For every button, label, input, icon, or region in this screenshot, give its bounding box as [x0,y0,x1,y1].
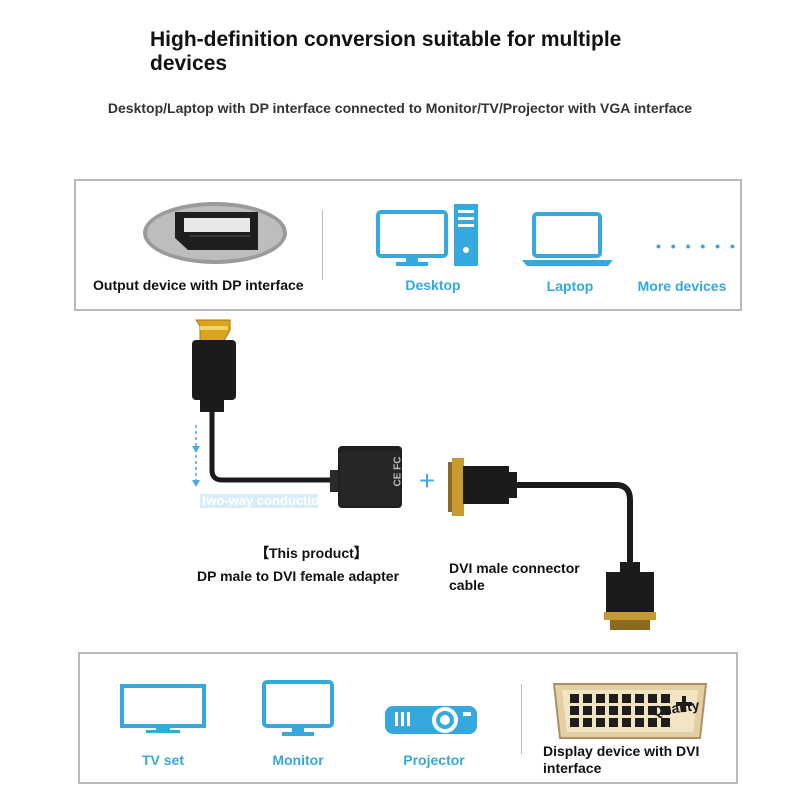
more-dots-icon: • • • • • • [656,238,738,254]
adapter-marking: CE FC [392,456,404,487]
monitor-label: Monitor [272,752,324,768]
projector-label: Projector [403,752,465,768]
dp-output-device-label: Output device with DP interface [93,277,304,293]
cable-label-line1: DVI male connector [449,560,580,576]
tv-label: TV set [141,752,184,768]
dvi-display-label-line2: interface [543,760,602,776]
dvi-port-icon [552,683,708,739]
tv-icon [120,684,206,733]
desktop-icon [376,204,478,266]
adapter-body [330,446,402,508]
page-subtitle: Desktop/Laptop with DP interface connect… [107,100,693,116]
dvi-connector-bottom [604,562,656,630]
dvi-display-label-line1: Display device with DVI [543,743,700,759]
cable-label-line2: cable [449,577,485,593]
laptop-icon [522,212,613,266]
dvi-connector-left [448,458,517,516]
monitor-icon [262,680,334,736]
laptop-label: Laptop [546,278,594,294]
projector-icon [385,706,477,734]
plus-sign: + [419,465,435,496]
panel-divider-bottom [521,684,522,754]
dp-port-icon [143,202,287,264]
page-title: High-definition conversion suitable for … [150,28,622,75]
product-bracket-label: 【This product】 [255,545,368,561]
two-way-text: two-way conduction [202,493,327,508]
panel-divider [322,210,323,280]
more-devices-label: More devices [637,278,727,294]
dp-plug [192,319,236,412]
desktop-label: Desktop [405,277,461,293]
product-name-label: DP male to DVI female adapter [197,568,400,584]
